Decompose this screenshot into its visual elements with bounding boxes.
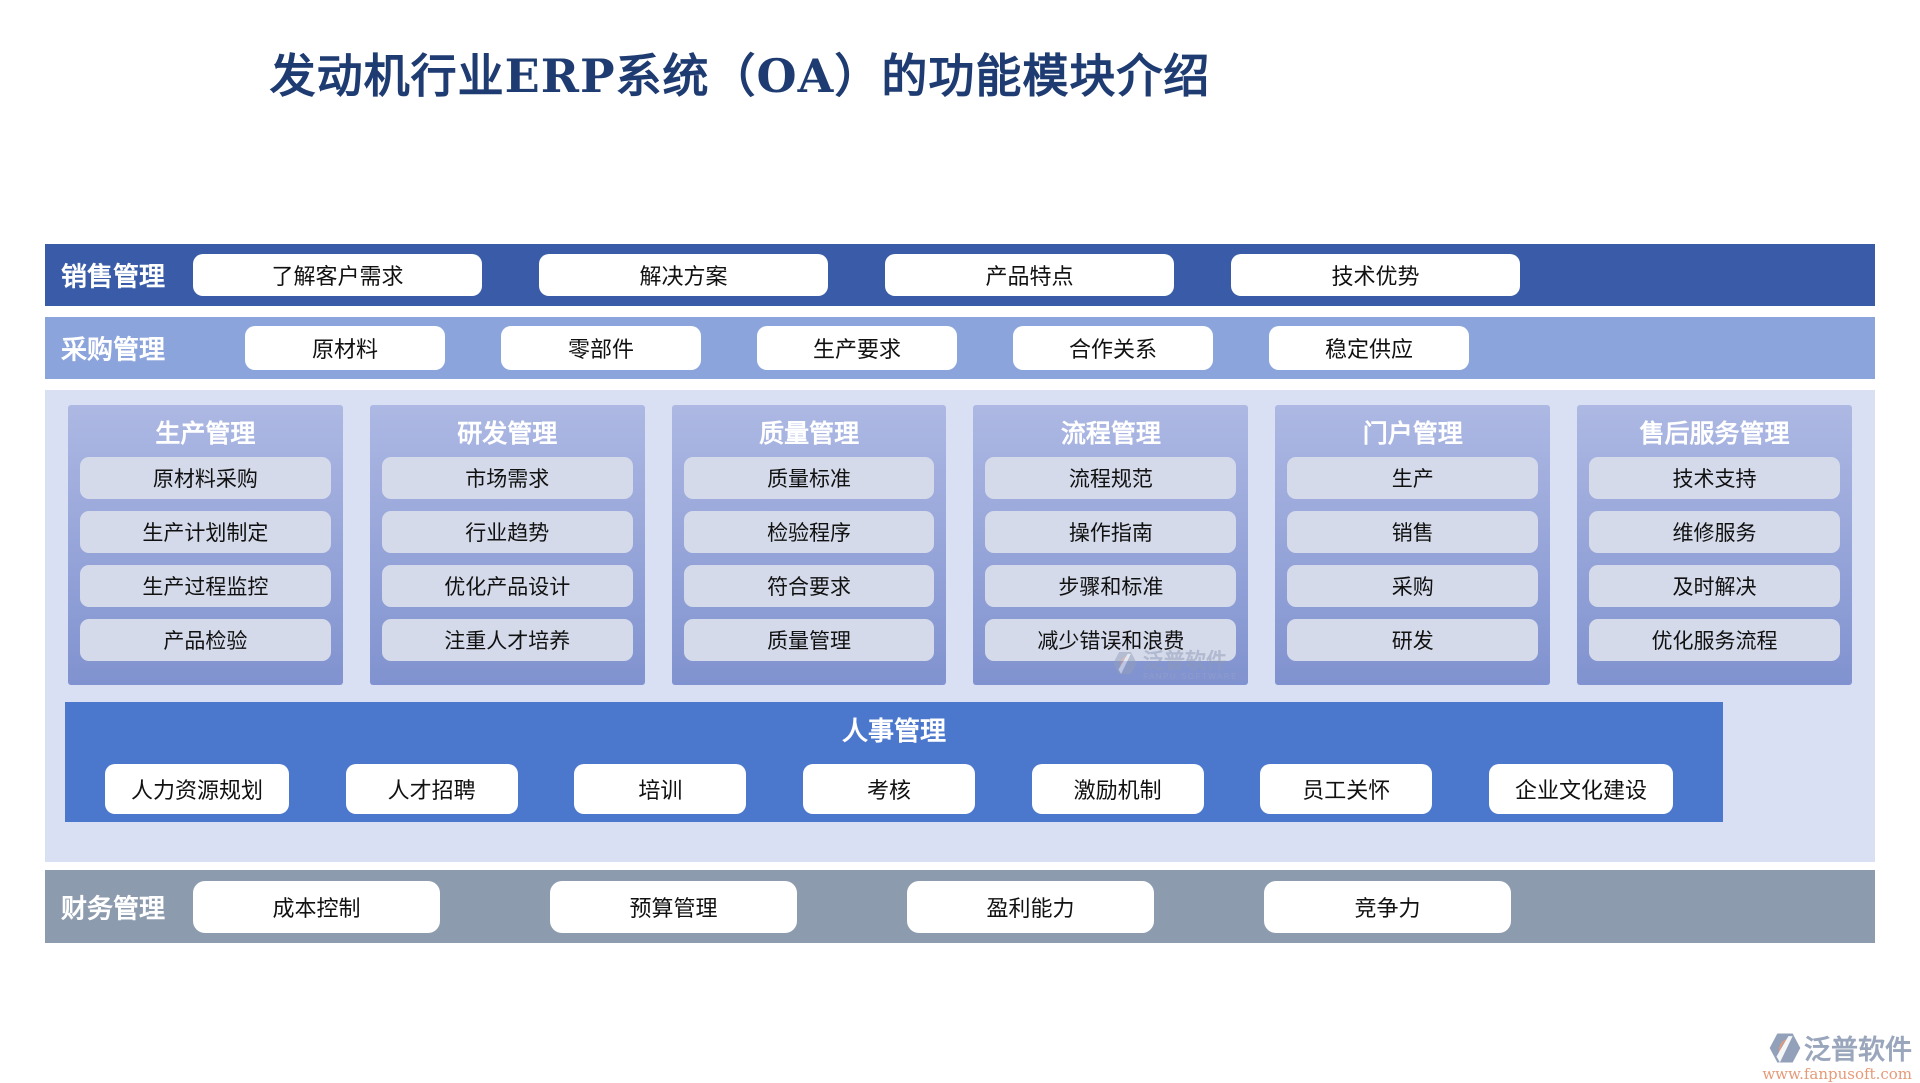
column-item-box: 市场需求 [381,457,633,499]
column-item-box: 注重人才培养 [381,619,633,661]
hr-management-label: 人事管理 [841,717,946,747]
purchase-item-box: 稳定供应 [1269,326,1469,370]
hr-management-items: 人力资源规划 人才招聘 培训 考核 激励机制 员工关怀 企业文化建设 [105,764,1673,814]
purchase-item-box: 零部件 [501,326,701,370]
hr-item-box: 培训 [574,764,747,814]
fanpu-logo-icon [1768,1031,1802,1065]
hr-item-box: 企业文化建设 [1488,764,1673,814]
sales-item-box: 解决方案 [539,254,828,296]
column-quality: 质量管理 质量标准检验程序符合要求质量管理 [671,405,947,685]
hr-management-band: 人事管理 人力资源规划 人才招聘 培训 考核 激励机制 员工关怀 企业文化建设 [65,702,1723,822]
finance-item-box: 成本控制 [193,880,440,933]
column-item-box: 维修服务 [1589,511,1840,553]
column-item-box: 销售 [1287,511,1539,553]
column-item-box: 操作指南 [985,511,1237,553]
sales-item-box: 了解客户需求 [193,254,482,296]
sales-management-items: 了解客户需求 解决方案 产品特点 技术优势 [193,244,1520,306]
finance-item-box: 预算管理 [550,880,797,933]
finance-item-box: 竞争力 [1264,880,1511,933]
column-item-box: 质量管理 [683,619,935,661]
column-item-box: 流程规范 [985,457,1237,499]
column-process: 流程管理 流程规范操作指南步骤和标准减少错误和浪费 [973,405,1249,685]
column-item-box: 质量标准 [683,457,935,499]
sales-item-box: 产品特点 [885,254,1174,296]
column-items: 技术支持维修服务及时解决优化服务流程 [1589,457,1840,661]
finance-management-items: 成本控制 预算管理 盈利能力 竞争力 [193,870,1511,943]
footer-brand-name: 泛普软件 [1804,1035,1912,1066]
column-item-box: 生产过程监控 [80,565,331,607]
column-item-box: 及时解决 [1589,565,1840,607]
module-section: 生产管理 原材料采购生产计划制定生产过程监控产品检验 研发管理 市场需求行业趋势… [45,390,1875,862]
purchase-management-items: 原材料 零部件 生产要求 合作关系 稳定供应 [245,317,1469,379]
column-item-box: 原材料采购 [80,457,331,499]
column-aftersales: 售后服务管理 技术支持维修服务及时解决优化服务流程 [1577,405,1852,685]
column-items: 市场需求行业趋势优化产品设计注重人才培养 [381,457,633,661]
sales-management-row: 销售管理 了解客户需求 解决方案 产品特点 技术优势 [45,244,1875,306]
hr-item-box: 员工关怀 [1260,764,1433,814]
column-item-box: 生产 [1287,457,1539,499]
purchase-item-box: 生产要求 [757,326,957,370]
page-title: 发动机行业ERP系统（OA）的功能模块介绍 [269,49,1211,103]
column-item-box: 符合要求 [683,565,935,607]
column-item-box: 技术支持 [1589,457,1840,499]
sales-item-box: 技术优势 [1231,254,1520,296]
purchase-item-box: 原材料 [245,326,445,370]
hr-item-box: 考核 [802,764,975,814]
hr-item-box: 人力资源规划 [105,764,290,814]
purchase-item-box: 合作关系 [1013,326,1213,370]
sales-management-label: 销售管理 [61,262,166,293]
column-items: 流程规范操作指南步骤和标准减少错误和浪费 [985,457,1237,661]
footer-brand-url: www.fanpusoft.com [1762,1065,1912,1083]
column-items: 原材料采购生产计划制定生产过程监控产品检验 [80,457,331,661]
column-rnd: 研发管理 市场需求行业趋势优化产品设计注重人才培养 [369,405,645,685]
column-item-box: 行业趋势 [381,511,633,553]
column-item-box: 检验程序 [683,511,935,553]
column-portal: 门户管理 生产销售采购研发 [1275,405,1551,685]
column-items: 质量标准检验程序符合要求质量管理 [683,457,935,661]
column-item-box: 产品检验 [80,619,331,661]
purchase-management-label: 采购管理 [61,335,166,366]
purchase-management-row: 采购管理 原材料 零部件 生产要求 合作关系 稳定供应 [45,317,1875,379]
column-production: 生产管理 原材料采购生产计划制定生产过程监控产品检验 [68,405,343,685]
finance-management-label: 财务管理 [61,894,166,924]
column-items: 生产销售采购研发 [1287,457,1539,661]
column-item-box: 生产计划制定 [80,511,331,553]
column-title: 售后服务管理 [1639,419,1790,448]
footer-brand: 泛普软件 www.fanpusoft.com [1742,1028,1912,1083]
column-item-box: 优化服务流程 [1589,619,1840,661]
column-title: 生产管理 [155,419,256,448]
finance-item-box: 盈利能力 [907,880,1154,933]
footer-brand-row: 泛普软件 [1742,1028,1912,1067]
column-title: 流程管理 [1060,419,1161,448]
hr-item-box: 人才招聘 [345,764,518,814]
column-item-box: 减少错误和浪费 [985,619,1237,661]
column-item-box: 采购 [1287,565,1539,607]
column-title: 质量管理 [759,419,860,448]
module-columns: 生产管理 原材料采购生产计划制定生产过程监控产品检验 研发管理 市场需求行业趋势… [68,405,1852,685]
column-item-box: 优化产品设计 [381,565,633,607]
finance-management-row: 财务管理 成本控制 预算管理 盈利能力 竞争力 [45,870,1875,943]
hr-item-box: 激励机制 [1031,764,1204,814]
column-title: 门户管理 [1362,419,1463,448]
column-item-box: 步骤和标准 [985,565,1237,607]
column-item-box: 研发 [1287,619,1539,661]
column-title: 研发管理 [457,419,558,448]
